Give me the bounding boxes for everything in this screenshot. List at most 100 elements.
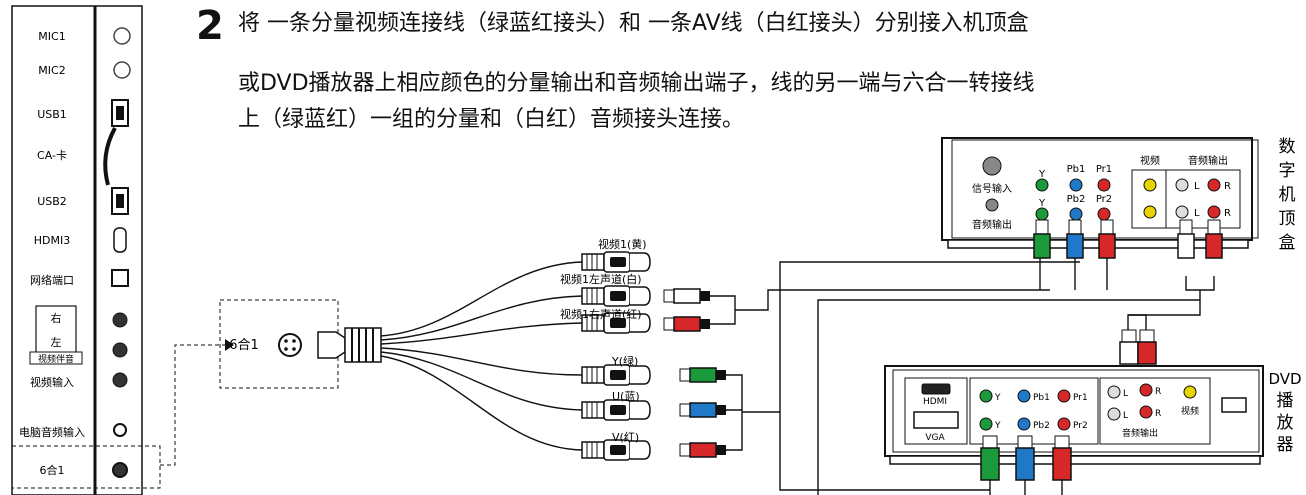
inserted-male-plugs	[663, 288, 726, 458]
v-male-red	[689, 442, 717, 458]
port-label-hdmi3: HDMI3	[34, 234, 70, 247]
stb-y-jack-2	[1035, 207, 1049, 221]
dvd-plug-audio-red	[1137, 341, 1157, 365]
dvd-audio-box	[1099, 377, 1211, 445]
stb-title-char: 机	[1279, 185, 1296, 205]
mini-din-plug-icon	[278, 333, 302, 357]
adapter-grip	[344, 327, 382, 363]
audio-left-jack	[112, 342, 128, 358]
stb-base	[947, 239, 1249, 249]
stb-title: 数 字 机 顶 盒	[1279, 137, 1296, 253]
dvd-pb1-jack	[1017, 389, 1031, 403]
audio-left-male-white	[673, 288, 701, 304]
stb-r-label-1: R	[1224, 181, 1231, 192]
stb-plug-red	[1098, 233, 1116, 259]
dvd-pr2-jack	[1057, 417, 1071, 431]
stb-pb2-label: Pb2	[1067, 194, 1086, 205]
dvd-pr1-jack	[1057, 389, 1071, 403]
stb-audio-l-jack-2	[1175, 205, 1189, 219]
stb-title-char: 字	[1279, 161, 1296, 181]
dvd-title-char: 器	[1277, 435, 1294, 455]
stb-video-jack-1	[1143, 178, 1157, 192]
video-input-label: 视频输入	[30, 375, 74, 389]
pc-audio-jack	[113, 423, 127, 437]
stb-pr2-label: Pr2	[1096, 194, 1112, 205]
stb-audio-r-jack-2	[1207, 205, 1221, 219]
stb-l-label-2: L	[1194, 208, 1200, 219]
dvd-plug-red	[1052, 447, 1072, 481]
instruction-line-3: 上（绿蓝红）一组的分量和（白红）音频接头连接。	[238, 107, 745, 132]
mic1-jack	[113, 27, 131, 45]
stb-audio-output-label: 音频输出	[972, 218, 1012, 231]
stb-plug-green	[1033, 233, 1051, 259]
dvd-y-label-1: Y	[994, 393, 1001, 403]
dvd-video-label: 视频	[1181, 405, 1199, 417]
pointer-arrow	[225, 339, 234, 351]
instruction-line-1: 将 一条分量视频连接线（绿蓝红接头）和 一条AV线（白红接头）分别接入机顶盒	[238, 11, 1029, 36]
dvd-body	[884, 365, 1264, 457]
dvd-l-label-1: L	[1123, 389, 1128, 399]
plug-video-yellow	[581, 251, 651, 273]
audio-right-jack	[112, 312, 128, 328]
dvd-r-label-2: R	[1155, 409, 1161, 419]
stb-signal-input-label: 信号输入	[972, 182, 1012, 195]
stb-r-label-2: R	[1224, 208, 1231, 219]
hdmi3-port	[113, 227, 127, 253]
instruction-line-2: 或DVD播放器上相应颜色的分量输出和音频输出端子，线的另一端与六合一转接线	[238, 71, 1035, 96]
audio-caption-box	[29, 351, 83, 365]
pc-audio-label: 电脑音频输入	[19, 425, 85, 439]
dvd-pb2-jack	[1017, 417, 1031, 431]
stb-video-jack-2	[1143, 205, 1157, 219]
stb-signal-input-jack	[982, 156, 1002, 176]
stb-body	[941, 137, 1253, 241]
dvd-l-label-2: L	[1123, 411, 1128, 421]
stb-audio-output-jack	[985, 198, 999, 212]
usb2-port-inner	[116, 194, 124, 208]
stb-pb1-label: Pb1	[1067, 164, 1086, 175]
stb-pr1-label: Pr1	[1096, 164, 1112, 175]
stb-y-label-2: Y	[1038, 198, 1046, 209]
routing-wires	[710, 258, 1215, 495]
stb-y-label-1: Y	[1038, 169, 1046, 180]
dvd-title: DVD 播 放 器	[1268, 370, 1301, 455]
stb-audio-r-jack-1	[1207, 178, 1221, 192]
tv-side-panel: MIC1 MIC2 USB1 CA-卡 USB2 HDMI3 网络端口 右 左 …	[11, 5, 161, 495]
adapter-plug-body	[317, 331, 346, 359]
stb-l-label-1: L	[1194, 181, 1200, 192]
stb-y-jack-1	[1035, 178, 1049, 192]
audio-right-label: 右	[51, 311, 62, 325]
video-input-jack	[112, 372, 128, 388]
stb-pb1-jack	[1069, 178, 1083, 192]
dvd-hdmi-port	[921, 383, 951, 395]
stb-pr2-jack	[1097, 207, 1111, 221]
dvd-title-char: 放	[1277, 413, 1294, 433]
dashed-pointer	[160, 344, 225, 466]
dvd-hdmi-label: HDMI	[923, 397, 947, 407]
dvd-player: HDMI VGA Y Y Pb1 Pb2 Pr1 Pr2 L R L R 音频输…	[884, 329, 1264, 481]
audio-caption: 视频伴音	[38, 353, 74, 365]
six-in-one-adapter: 6合1	[219, 299, 382, 389]
stb-pr1-jack	[1097, 178, 1111, 192]
dvd-pb1-label: Pb1	[1033, 393, 1050, 403]
dvd-y-label-2: Y	[994, 421, 1001, 431]
stb-plug-audio-white	[1177, 233, 1195, 259]
cable-label-y: Y(绿)	[611, 354, 638, 368]
port-label-usb1: USB1	[37, 108, 67, 121]
dvd-audio-output-label: 音频输出	[1122, 427, 1158, 439]
dvd-audio-r-jack-1	[1139, 383, 1153, 397]
port-label-mic2: MIC2	[38, 64, 65, 77]
dvd-plug-audio-white	[1119, 341, 1139, 365]
dvd-audio-l-jack-1	[1107, 385, 1121, 399]
dvd-pb2-label: Pb2	[1033, 421, 1050, 431]
cable-label-video: 视频1(黄)	[598, 237, 647, 251]
stb-video-label: 视频	[1140, 154, 1160, 167]
dvd-power-button	[1221, 397, 1247, 413]
dvd-vga-port	[913, 411, 959, 429]
dvd-title-char: DVD	[1268, 370, 1301, 388]
port-label-usb2: USB2	[37, 195, 67, 208]
y-male-green	[689, 367, 717, 383]
stb-title-char: 数	[1279, 137, 1296, 157]
stb-title-char: 盒	[1279, 233, 1296, 253]
step-number: 2	[196, 3, 224, 49]
dvd-plug-green	[980, 447, 1000, 481]
